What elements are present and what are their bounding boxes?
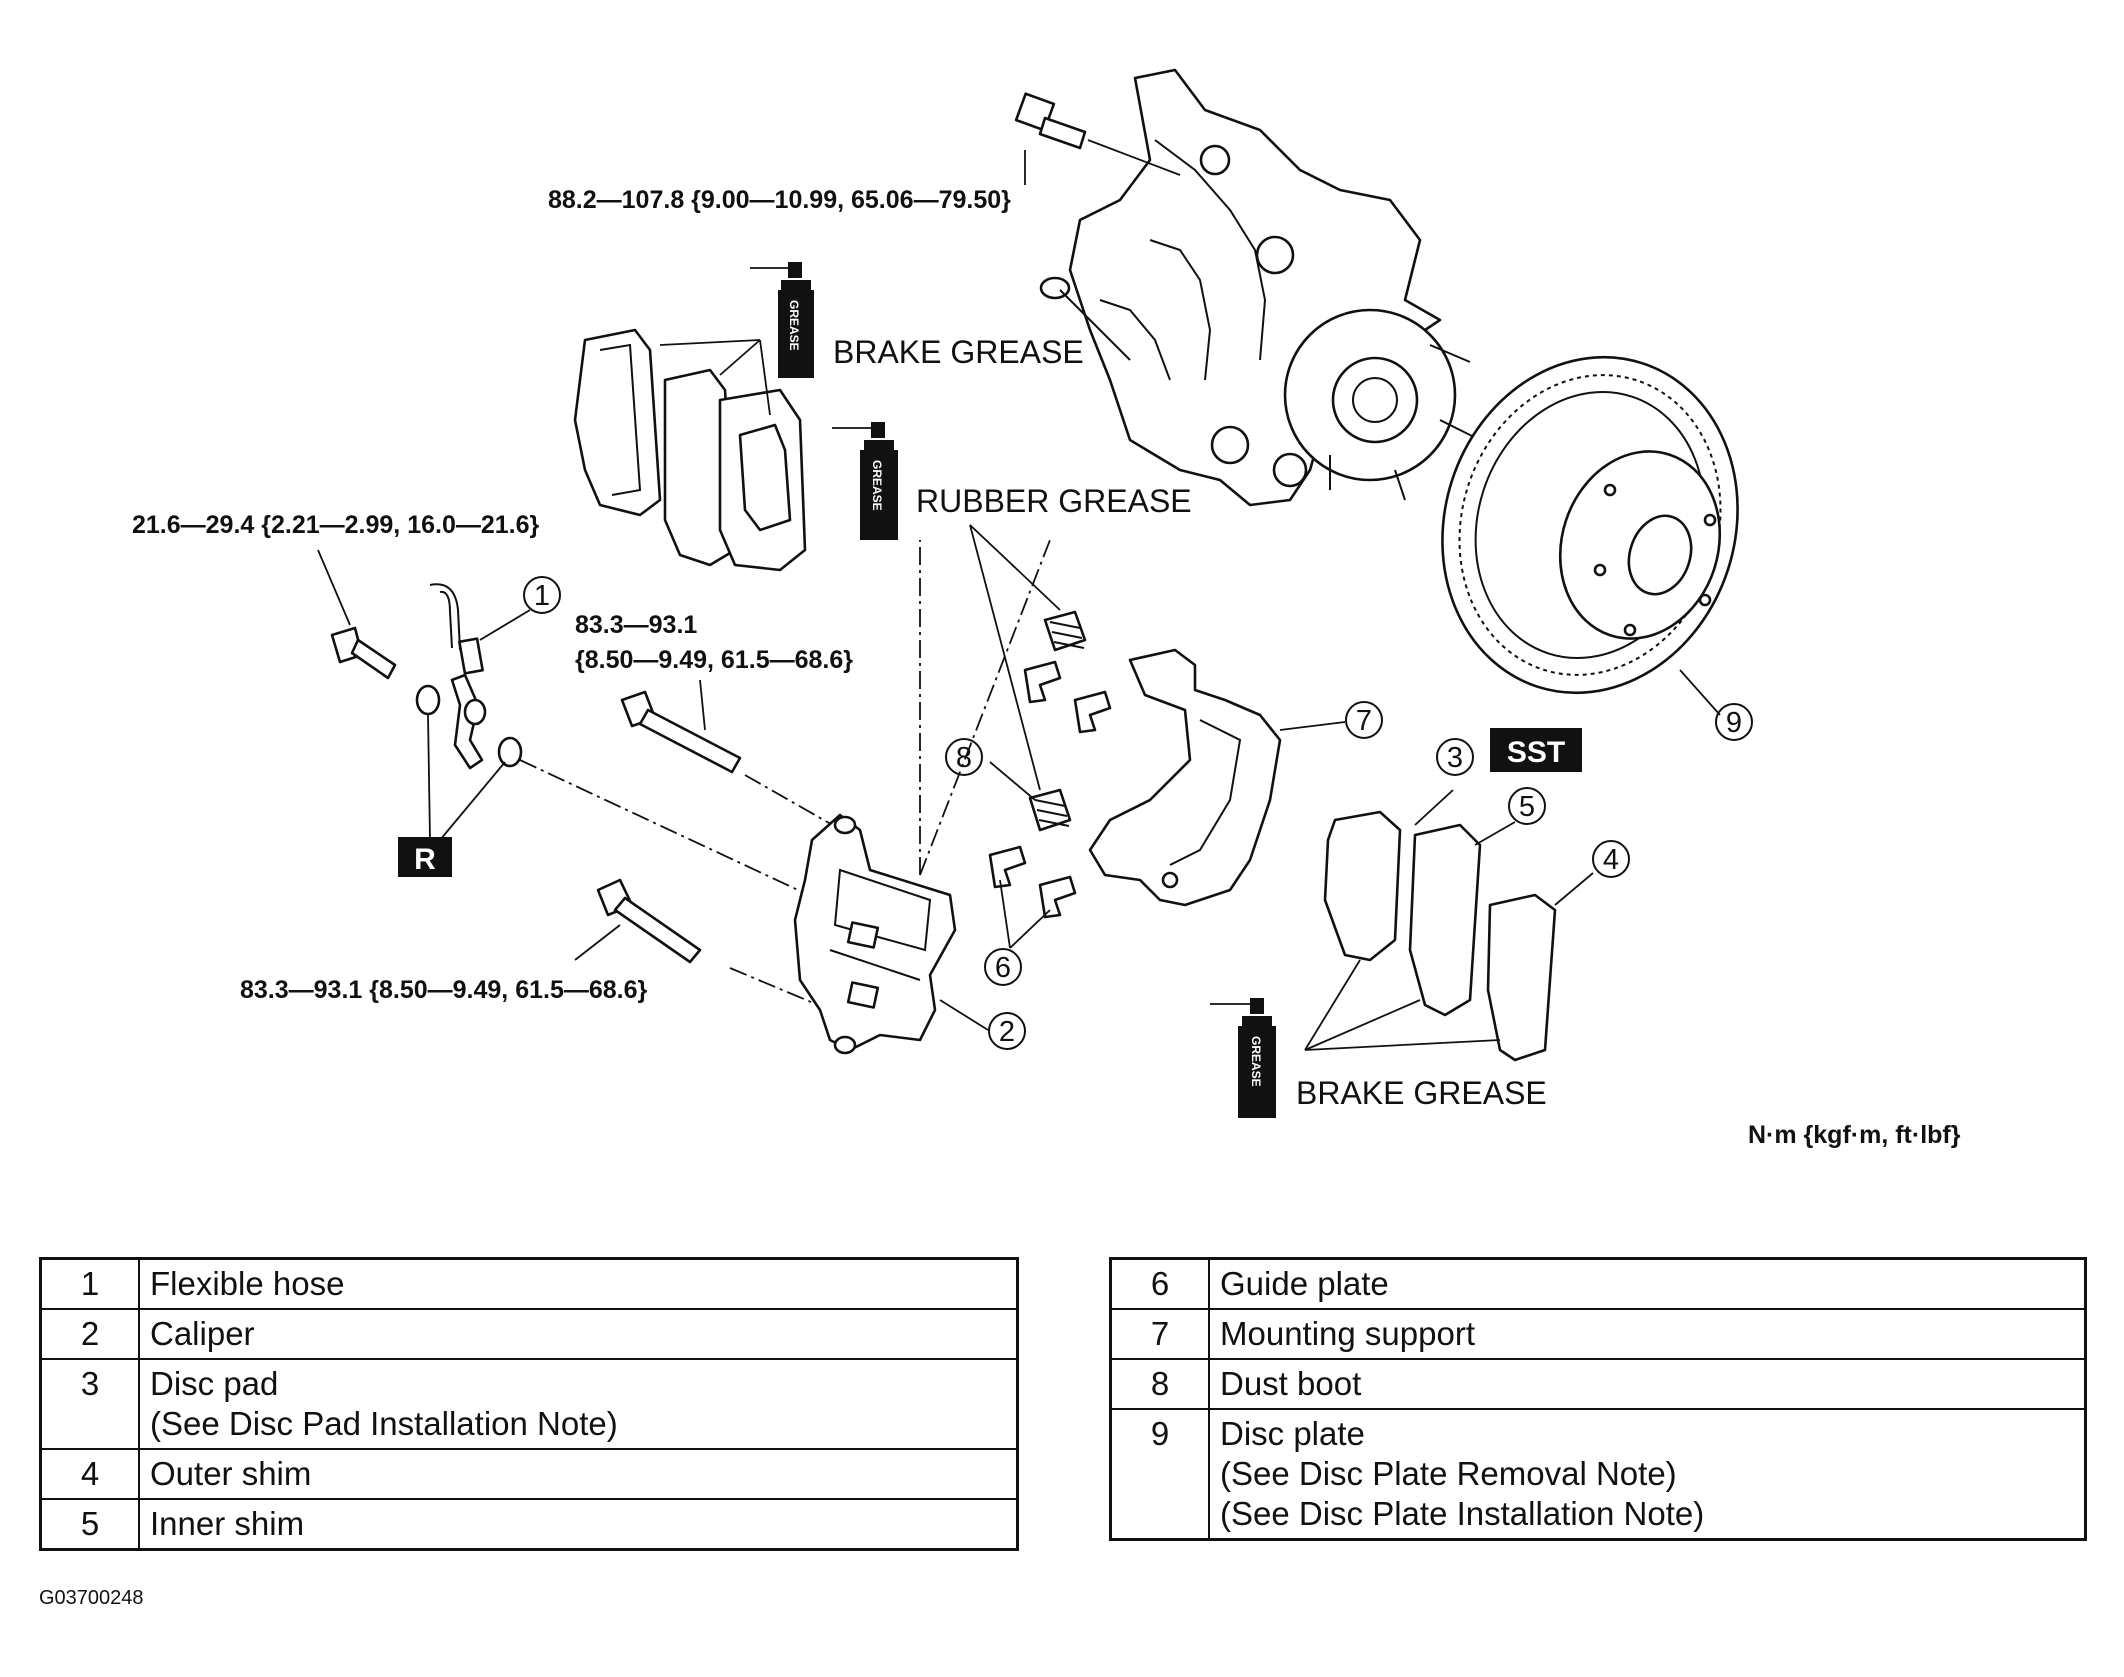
svg-text:GREASE: GREASE: [870, 460, 884, 511]
part-number-3: 3: [1436, 738, 1474, 776]
brake-exploded-diagram: 88.2—107.8 {9.00—10.99, 65.06—79.50} GRE…: [132, 68, 1961, 1149]
guide-bolt-upper-torque-line1: 83.3—93.1: [575, 611, 697, 639]
svg-text:7: 7: [1356, 705, 1372, 737]
upper-bolt-torque: 88.2—107.8 {9.00—10.99, 65.06—79.50}: [548, 186, 1011, 214]
torque-unit-note: N·m {kgf·m, ft·lbf}: [1748, 1121, 1961, 1149]
caliper: [793, 813, 957, 1055]
brake-grease-top-label: BRAKE GREASE: [833, 334, 1084, 370]
part-description-cell: Dust boot: [1208, 1358, 2087, 1410]
guide-bolt-lower: [596, 878, 702, 964]
sst-badge: SST: [1490, 728, 1582, 772]
part-number-4: 4: [1592, 840, 1630, 878]
svg-text:4: 4: [1603, 844, 1619, 876]
part-description-line: Dust boot: [1220, 1365, 1362, 1402]
guide-bolt-lower-torque: 83.3—93.1 {8.50—9.49, 61.5—68.6}: [240, 976, 648, 1004]
svg-text:8: 8: [956, 742, 972, 774]
part-description-line: Flexible hose: [150, 1265, 345, 1302]
table-row: 8 Dust boot: [1109, 1358, 2087, 1410]
part-number-9: 9: [1715, 703, 1753, 741]
grease-can-top: GREASE: [750, 262, 814, 378]
part-number-8: 8: [945, 738, 983, 776]
part-number-cell: 2: [39, 1308, 140, 1360]
hose-bolt: [330, 626, 397, 680]
knuckle-bolt: [1014, 92, 1181, 176]
dust-boot-lower: [1028, 788, 1072, 832]
figure-code: G03700248: [39, 1587, 144, 1609]
part-description-cell: Outer shim: [138, 1448, 1019, 1500]
brake-grease-bottom-label: BRAKE GREASE: [1296, 1075, 1547, 1111]
part-description-cell: Flexible hose: [138, 1257, 1019, 1310]
part-number-cell: 1: [39, 1257, 140, 1310]
disc-pads-lower: [1304, 789, 1594, 1062]
table-row: 2 Caliper: [39, 1308, 1019, 1360]
part-description-line: Mounting support: [1220, 1315, 1475, 1352]
table-row: 5 Inner shim: [39, 1498, 1019, 1551]
part-description-cell: Guide plate: [1208, 1257, 2087, 1310]
svg-text:2: 2: [999, 1016, 1015, 1048]
part-number-cell: 7: [1109, 1308, 1210, 1360]
part-description-line: (See Disc Pad Installation Note): [150, 1405, 618, 1442]
part-number-5: 5: [1508, 787, 1546, 825]
steering-knuckle-assembly: [1039, 68, 1481, 507]
part-description-line: (See Disc Plate Installation Note): [1220, 1495, 1705, 1532]
washer-right: [497, 736, 523, 768]
grease-can-rubber: GREASE: [832, 422, 898, 540]
disc-plate: [1441, 355, 1739, 716]
svg-text:GREASE: GREASE: [787, 300, 801, 351]
flexible-hose: [429, 583, 487, 770]
part-description-line: (See Disc Plate Removal Note): [1220, 1455, 1677, 1492]
svg-text:SST: SST: [1507, 736, 1565, 769]
part-number-cell: 3: [39, 1358, 140, 1450]
part-number-6: 6: [984, 948, 1022, 986]
mounting-support: [1088, 648, 1282, 907]
part-description-line: Guide plate: [1220, 1265, 1389, 1302]
rubber-grease-label: RUBBER GREASE: [916, 483, 1192, 519]
part-description-line: Disc pad: [150, 1365, 279, 1402]
disc-pads-upper: [573, 328, 807, 572]
table-row: 7 Mounting support: [1109, 1308, 2087, 1360]
part-number-7: 7: [1345, 701, 1383, 739]
parts-table-right: 6 Guide plate 7 Mounting support 8 Dust boot 9…: [1109, 1257, 2087, 1541]
part-number-cell: 4: [39, 1448, 140, 1500]
part-description-line: Disc plate: [1220, 1415, 1365, 1452]
part-number-cell: 8: [1109, 1358, 1210, 1410]
part-description-cell: Disc plate(See Disc Plate Removal Note)(…: [1208, 1408, 2087, 1541]
washer-left: [415, 684, 441, 716]
table-row: 4 Outer shim: [39, 1448, 1019, 1500]
part-description-cell: Disc pad(See Disc Pad Installation Note): [138, 1358, 1019, 1450]
part-description-cell: Inner shim: [138, 1498, 1019, 1551]
part-number-1: 1: [523, 576, 561, 614]
part-description-cell: Caliper: [138, 1308, 1019, 1360]
part-number-cell: 6: [1109, 1257, 1210, 1310]
guide-plates: [988, 660, 1112, 919]
part-description-line: Inner shim: [150, 1505, 305, 1542]
part-description-line: Outer shim: [150, 1455, 312, 1492]
replace-badge: R: [398, 837, 452, 877]
guide-bolt-upper: [620, 690, 742, 774]
svg-text:R: R: [414, 843, 436, 876]
svg-text:GREASE: GREASE: [1249, 1036, 1263, 1087]
guide-bolt-upper-torque-line2: {8.50—9.49, 61.5—68.6}: [575, 646, 853, 674]
table-row: 6 Guide plate: [1109, 1257, 2087, 1310]
svg-text:3: 3: [1447, 742, 1463, 774]
part-number-cell: 9: [1109, 1408, 1210, 1541]
svg-text:5: 5: [1519, 791, 1535, 823]
hose-bolt-torque: 21.6—29.4 {2.21—2.99, 16.0—21.6}: [132, 511, 540, 539]
part-number-2: 2: [988, 1012, 1026, 1050]
svg-text:9: 9: [1726, 707, 1742, 739]
table-row: 1 Flexible hose: [39, 1257, 1019, 1310]
dust-boot-upper: [1043, 610, 1087, 652]
svg-text:1: 1: [534, 580, 550, 612]
part-number-cell: 5: [39, 1498, 140, 1551]
part-description-cell: Mounting support: [1208, 1308, 2087, 1360]
svg-text:6: 6: [995, 952, 1011, 984]
grease-can-bottom: GREASE: [1210, 998, 1276, 1118]
part-description-line: Caliper: [150, 1315, 255, 1352]
